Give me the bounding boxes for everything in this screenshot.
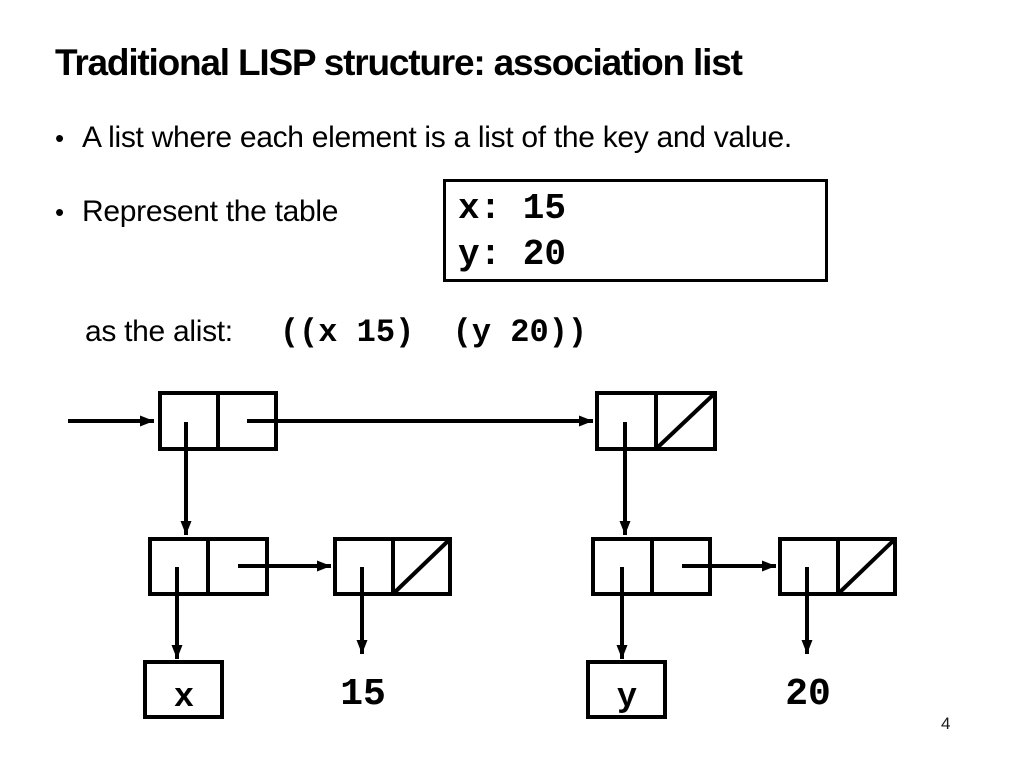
alist-code: ((x 15) (y 20))	[279, 314, 588, 351]
cons-cell-diagram: x 15 y 20	[68, 391, 897, 719]
bullet-item-1: • A list where each element is a list of…	[55, 121, 792, 155]
alist-label: as the alist:	[85, 315, 233, 348]
symbol-x-label: x	[174, 679, 194, 717]
table-entry-x: x: 15	[458, 188, 567, 229]
alist-line: as the alist: ((x 15) (y 20))	[85, 314, 587, 351]
bullet-marker: •	[55, 197, 65, 227]
page-title: Traditional LISP structure: association …	[55, 42, 743, 83]
nil-diagonal	[393, 539, 450, 594]
bullet-2-text: Represent the table	[82, 195, 339, 228]
page-number: 4	[941, 714, 951, 733]
cons-cell-top-2	[595, 391, 717, 451]
key-value-table-box: x: 15 y: 20	[443, 179, 828, 282]
cons-cell-20-nil	[778, 537, 897, 596]
cons-cell-15-nil	[333, 537, 452, 596]
bullet-marker: •	[55, 123, 65, 153]
symbol-box-y	[586, 660, 667, 719]
symbol-y-label: y	[617, 679, 637, 717]
nil-diagonal	[838, 539, 895, 594]
symbol-box-x	[143, 660, 224, 719]
table-entry-y: y: 20	[458, 234, 567, 275]
value-20-label: 20	[785, 673, 831, 716]
bullet-item-2: • Represent the table	[55, 195, 338, 229]
nil-diagonal	[656, 393, 715, 449]
value-15-label: 15	[340, 673, 386, 716]
bullet-1-text: A list where each element is a list of t…	[82, 121, 792, 154]
